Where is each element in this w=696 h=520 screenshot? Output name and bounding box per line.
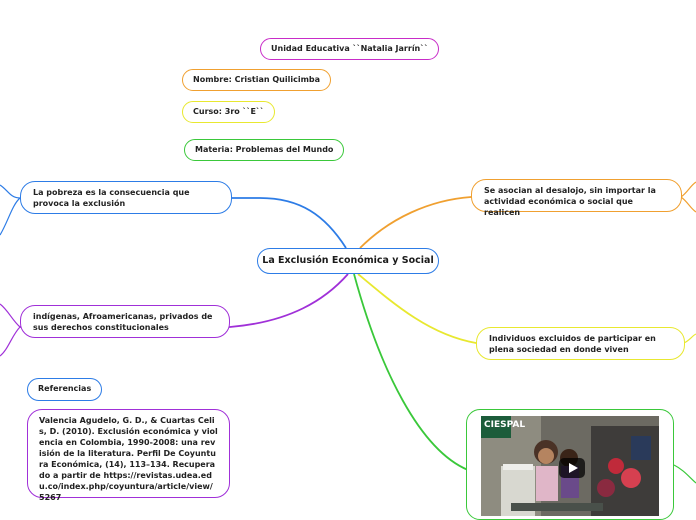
- branch-eviction[interactable]: Se asocian al desalojo, sin importar la …: [471, 179, 682, 212]
- student-name-node[interactable]: Nombre: Cristian Quilicimba: [182, 69, 331, 91]
- branch-poverty[interactable]: La pobreza es la consecuencia que provoc…: [20, 181, 232, 214]
- video-node[interactable]: CIESPAL: [466, 409, 674, 520]
- link-to-video: [354, 274, 468, 470]
- link-poverty-offscreen: [0, 185, 20, 235]
- link-excluded-offscreen: [684, 334, 696, 343]
- course-node[interactable]: Curso: 3ro ``E``: [182, 101, 275, 123]
- link-indigenous-offscreen: [0, 304, 20, 356]
- references-title[interactable]: Referencias: [27, 378, 102, 401]
- subject-node[interactable]: Materia: Problemas del Mundo: [184, 139, 344, 161]
- video-caption-strip: [511, 503, 603, 511]
- branch-indigenous[interactable]: indígenas, Afroamericanas, privados de s…: [20, 305, 230, 338]
- video-channel-label: CIESPAL: [484, 420, 525, 430]
- link-video-offscreen: [674, 465, 696, 483]
- video-thumbnail[interactable]: CIESPAL: [481, 416, 659, 516]
- branch-excluded[interactable]: Individuos excluidos de participar en pl…: [476, 327, 685, 360]
- central-topic[interactable]: La Exclusión Económica y Social: [257, 248, 439, 274]
- link-eviction-offscreen: [681, 182, 696, 212]
- play-icon[interactable]: [559, 458, 585, 478]
- references-citation[interactable]: Valencia Agudelo, G. D., & Cuartas Celis…: [27, 409, 230, 498]
- school-name-node[interactable]: Unidad Educativa ``Natalia Jarrín``: [260, 38, 439, 60]
